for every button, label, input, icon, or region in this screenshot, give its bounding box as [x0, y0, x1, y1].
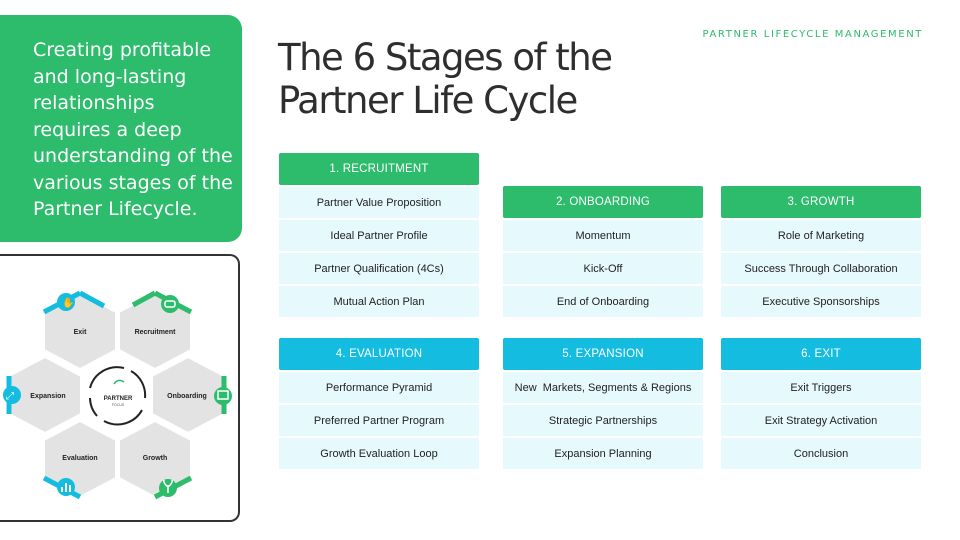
stage-expansion: 5. EXPANSION New Markets, Segments & Reg… [503, 338, 703, 469]
stage-item: Strategic Partnerships [503, 405, 703, 436]
intro-callout: Creating profitable and long-lasting rel… [0, 15, 242, 242]
stage-item: Executive Sponsorships [721, 286, 921, 317]
stage-item: Ideal Partner Profile [279, 220, 479, 251]
stage-item: Conclusion [721, 438, 921, 469]
stage-item: End of Onboarding [503, 286, 703, 317]
stage-item: Exit Strategy Activation [721, 405, 921, 436]
stage-item: Momentum [503, 220, 703, 251]
stage-recruitment: 1. RECRUITMENT Partner Value Proposition… [279, 153, 479, 317]
stage-header: 6. EXIT [721, 338, 921, 370]
stage-item: Exit Triggers [721, 372, 921, 403]
stage-header: 5. EXPANSION [503, 338, 703, 370]
intro-text: Creating profitable and long-lasting rel… [33, 39, 233, 220]
stage-header: 2. ONBOARDING [503, 186, 703, 218]
stage-onboarding: 2. ONBOARDING Momentum Kick-Off End of O… [503, 186, 703, 317]
stage-growth: 3. GROWTH Role of Marketing Success Thro… [721, 186, 921, 317]
stage-item: Preferred Partner Program [279, 405, 479, 436]
stage-evaluation: 4. EVALUATION Performance Pyramid Prefer… [279, 338, 479, 469]
stage-item: Partner Qualification (4Cs) [279, 253, 479, 284]
stage-item: Expansion Planning [503, 438, 703, 469]
stage-item: Kick-Off [503, 253, 703, 284]
page-title: The 6 Stages of the Partner Life Cycle [278, 36, 698, 122]
stage-header: 3. GROWTH [721, 186, 921, 218]
stage-item: Success Through Collaboration [721, 253, 921, 284]
stage-exit: 6. EXIT Exit Triggers Exit Strategy Acti… [721, 338, 921, 469]
stage-header: 1. RECRUITMENT [279, 153, 479, 185]
stage-item: Role of Marketing [721, 220, 921, 251]
stage-item: Performance Pyramid [279, 372, 479, 403]
stage-header: 4. EVALUATION [279, 338, 479, 370]
stage-item: Partner Value Proposition [279, 187, 479, 218]
title-line-1: The 6 Stages of the [278, 36, 613, 79]
stage-item: New Markets, Segments & Regions [503, 372, 703, 403]
lifecycle-diagram-frame [0, 254, 240, 522]
top-label: PARTNER LIFECYCLE MANAGEMENT [702, 29, 923, 40]
title-line-2: Partner Life Cycle [278, 79, 578, 122]
stage-item: Mutual Action Plan [279, 286, 479, 317]
stage-item: Growth Evaluation Loop [279, 438, 479, 469]
